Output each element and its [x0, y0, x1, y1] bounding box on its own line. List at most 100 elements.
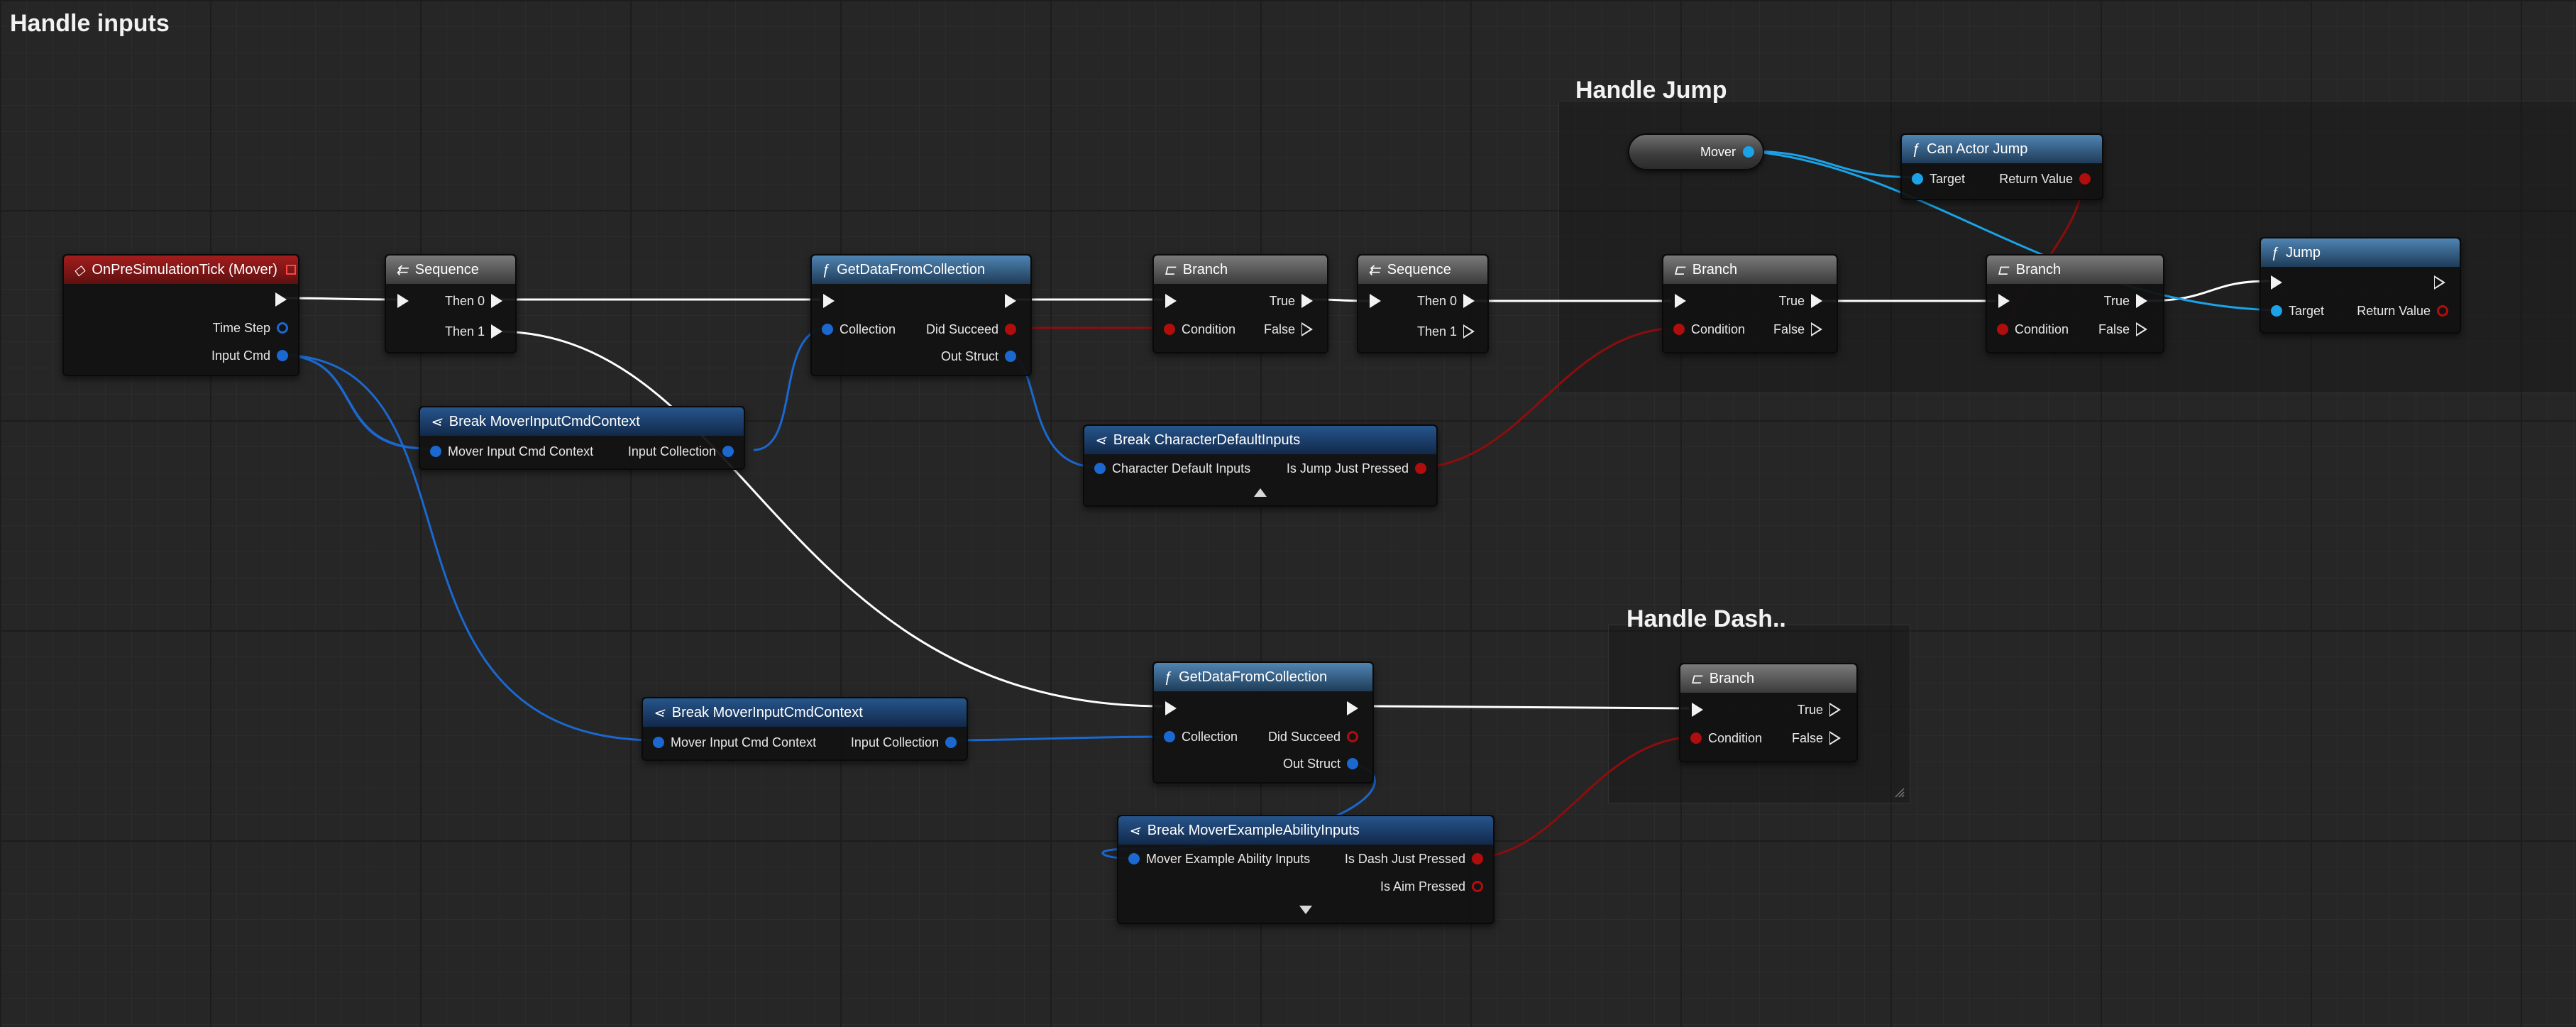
pin-exec-in[interactable]: [1998, 292, 2010, 309]
pin-then-0[interactable]: Then 0: [1411, 292, 1475, 309]
pin-did-succeed[interactable]: Did Succeed: [1262, 728, 1358, 745]
exec-pin-icon[interactable]: [1811, 322, 1822, 336]
exec-pin-icon[interactable]: [2271, 275, 2282, 290]
branch-node[interactable]: ⊏ Branch True Condition False: [1662, 254, 1838, 353]
pin-condition[interactable]: Condition: [1690, 730, 1768, 747]
pin-exec-in[interactable]: [2271, 274, 2282, 291]
event-node-on-pre-simulation-tick[interactable]: ◇ OnPreSimulationTick (Mover) Time Step …: [62, 254, 299, 376]
pin-exec-out[interactable]: [275, 291, 287, 308]
bool-pin-icon[interactable]: [1472, 881, 1483, 892]
pin-condition[interactable]: Condition: [1164, 321, 1242, 338]
break-character-default-inputs-node[interactable]: ⋖ Break CharacterDefaultInputs Character…: [1083, 424, 1438, 507]
pin-input-collection[interactable]: Input Collection: [844, 734, 957, 751]
pin-is-aim-pressed[interactable]: Is Aim Pressed: [1374, 878, 1483, 895]
pin-false[interactable]: False: [1767, 321, 1822, 338]
pin-exec-in[interactable]: [823, 292, 835, 309]
pin-is-jump-just-pressed[interactable]: Is Jump Just Pressed: [1280, 460, 1426, 477]
pin-condition[interactable]: Condition: [1673, 321, 1751, 338]
struct-pin-icon[interactable]: [822, 324, 833, 335]
pin-mover-example-ability-inputs[interactable]: Mover Example Ability Inputs: [1128, 850, 1316, 867]
comment-resize-handle[interactable]: [1893, 786, 1905, 798]
exec-pin-icon[interactable]: [2136, 294, 2147, 308]
pin-exec-in[interactable]: [1165, 292, 1177, 309]
pin-exec-in[interactable]: [1370, 292, 1381, 309]
pin-character-default-inputs[interactable]: Character Default Inputs: [1094, 460, 1257, 477]
mover-variable-getter[interactable]: Mover: [1628, 133, 1764, 170]
break-mover-input-cmd-context-node[interactable]: ⋖ Break MoverInputCmdContext Mover Input…: [419, 406, 745, 470]
comment-title-dash[interactable]: Handle Dash..: [1626, 605, 1786, 632]
expand-arrow-icon[interactable]: [1299, 906, 1312, 914]
pin-false[interactable]: False: [1785, 730, 1841, 747]
object-pin-icon[interactable]: [1743, 146, 1754, 158]
branch-node[interactable]: ⊏ Branch True Condition False: [1152, 254, 1328, 353]
comment-title-jump[interactable]: Handle Jump: [1575, 77, 1727, 104]
exec-pin-icon[interactable]: [1829, 731, 1841, 745]
exec-pin-icon[interactable]: [491, 324, 502, 339]
exec-pin-icon[interactable]: [1675, 294, 1686, 308]
jump-node[interactable]: ƒ Jump Target Return Value: [2259, 237, 2461, 334]
exec-pin-icon[interactable]: [1463, 294, 1475, 308]
struct-pin-icon[interactable]: [722, 446, 734, 457]
exec-pin-icon[interactable]: [1998, 294, 2010, 308]
pin-is-dash-just-pressed[interactable]: Is Dash Just Pressed: [1338, 850, 1483, 867]
bool-pin-icon[interactable]: [1415, 463, 1426, 474]
struct-pin-icon[interactable]: [1347, 758, 1358, 769]
exec-pin-icon[interactable]: [1370, 294, 1381, 308]
struct-pin-icon[interactable]: [1005, 351, 1016, 362]
sequence-node[interactable]: ⇇ Sequence Then 0 Then 1: [1357, 254, 1489, 353]
pin-collection[interactable]: Collection: [822, 321, 902, 338]
exec-pin-icon[interactable]: [1301, 322, 1313, 336]
collapse-arrow-icon[interactable]: [1254, 488, 1267, 497]
get-data-from-collection-node[interactable]: ƒ GetDataFromCollection Collection Did S…: [1152, 661, 1374, 784]
exec-pin-icon[interactable]: [491, 294, 502, 308]
delegate-square-icon[interactable]: [285, 265, 296, 275]
pin-exec-out[interactable]: [1347, 700, 1358, 717]
pin-true[interactable]: True: [1773, 292, 1822, 309]
exec-pin-icon[interactable]: [1301, 294, 1313, 308]
exec-pin-icon[interactable]: [1463, 324, 1475, 339]
exec-pin-icon[interactable]: [1829, 703, 1841, 717]
pin-did-succeed[interactable]: Did Succeed: [920, 321, 1016, 338]
struct-pin-icon[interactable]: [430, 446, 441, 457]
struct-pin-icon[interactable]: [653, 737, 664, 748]
pin-then-1[interactable]: Then 1: [439, 323, 502, 340]
pin-target[interactable]: Target: [1912, 170, 1971, 187]
pin-exec-out[interactable]: [2434, 274, 2445, 291]
struct-pin-icon[interactable]: [1164, 731, 1175, 742]
struct-pin-icon[interactable]: [1094, 463, 1106, 474]
struct-pin-icon[interactable]: [277, 350, 288, 361]
pin-then-0[interactable]: Then 0: [439, 292, 502, 309]
pin-out-struct[interactable]: Out Struct: [1277, 755, 1358, 772]
exec-pin-icon[interactable]: [1165, 294, 1177, 308]
pin-exec-in[interactable]: [1675, 292, 1686, 309]
pin-input-cmd[interactable]: Input Cmd: [205, 347, 288, 364]
branch-node[interactable]: ⊏ Branch True Condition False: [1679, 663, 1858, 762]
pin-true[interactable]: True: [1791, 701, 1841, 718]
bool-pin-icon[interactable]: [1005, 324, 1016, 335]
exec-pin-icon[interactable]: [1692, 703, 1703, 717]
pin-return-value[interactable]: Return Value: [2350, 302, 2448, 319]
pin-true[interactable]: True: [2098, 292, 2147, 309]
bool-pin-icon[interactable]: [2437, 305, 2448, 317]
bool-pin-icon[interactable]: [1690, 732, 1702, 744]
exec-pin-icon[interactable]: [397, 294, 409, 308]
can-actor-jump-node[interactable]: ƒ Can Actor Jump Target Return Value: [1900, 133, 2103, 200]
object-pin-icon[interactable]: [2271, 305, 2282, 317]
sequence-node[interactable]: ⇇ Sequence Then 0 Then 1: [385, 254, 517, 353]
pin-return-value[interactable]: Return Value: [1993, 170, 2091, 187]
pin-input-collection[interactable]: Input Collection: [622, 443, 734, 460]
exec-pin-icon[interactable]: [275, 292, 287, 307]
struct-pin-icon[interactable]: [945, 737, 957, 748]
exec-pin-icon[interactable]: [2434, 275, 2445, 290]
pin-then-1[interactable]: Then 1: [1411, 323, 1475, 340]
pin-target[interactable]: Target: [2271, 302, 2330, 319]
struct-pin-icon[interactable]: [1128, 853, 1140, 864]
break-mover-input-cmd-context-node[interactable]: ⋖ Break MoverInputCmdContext Mover Input…: [642, 697, 968, 761]
pin-true[interactable]: True: [1263, 292, 1313, 309]
float-pin-icon[interactable]: [277, 322, 288, 334]
pin-false[interactable]: False: [2092, 321, 2147, 338]
exec-pin-icon[interactable]: [2136, 322, 2147, 336]
pin-false[interactable]: False: [1257, 321, 1313, 338]
pin-exec-in[interactable]: [1165, 700, 1177, 717]
branch-node[interactable]: ⊏ Branch True Condition False: [1986, 254, 2164, 353]
